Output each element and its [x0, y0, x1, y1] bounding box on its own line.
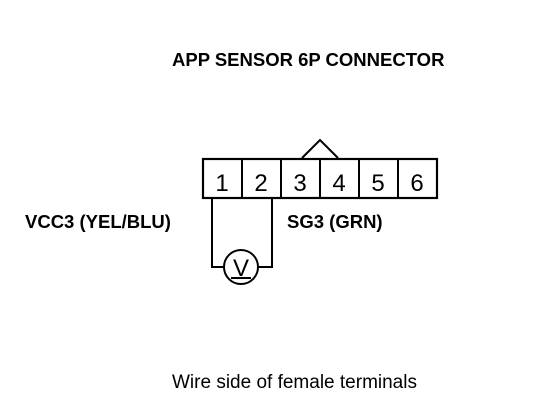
diagram-caption: Wire side of female terminals	[172, 372, 417, 393]
wire-label-vcc3: VCC3 (YEL/BLU)	[25, 211, 171, 232]
pin-numbers: 1 2 3 4 5 6	[215, 170, 423, 197]
probe-lead-pin2	[258, 198, 273, 268]
connector-pin-cells	[241, 159, 399, 198]
pin-6-label: 6	[410, 170, 423, 197]
pin-5-label: 5	[371, 170, 384, 197]
wire-label-sg3: SG3 (GRN)	[287, 211, 383, 232]
voltmeter-symbol: V	[233, 255, 249, 282]
connector-key-tab	[301, 138, 339, 159]
pin-1-label: 1	[215, 170, 228, 197]
pin-4-label: 4	[332, 170, 345, 197]
diagram-title: APP SENSOR 6P CONNECTOR	[172, 49, 444, 70]
voltmeter-body	[223, 249, 259, 285]
test-leads	[211, 198, 273, 268]
probe-lead-pin1	[211, 198, 224, 268]
pin-3-label: 3	[293, 170, 306, 197]
pin-2-label: 2	[254, 170, 267, 197]
voltmeter: V	[223, 249, 259, 285]
